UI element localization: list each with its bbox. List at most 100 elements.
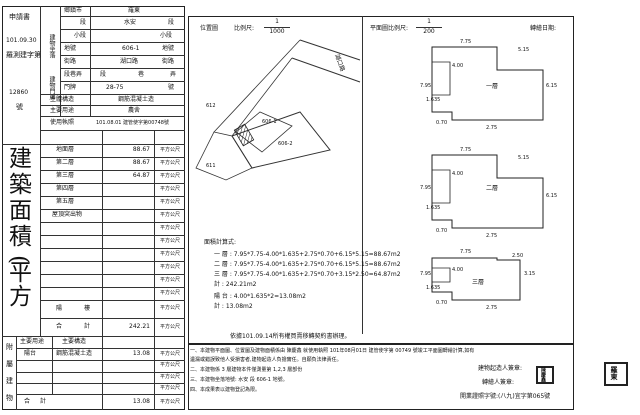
- floor-scale-label: 平面圖比例尺:: [370, 25, 409, 32]
- stamp-left-text: 陳慶鑫: [540, 367, 546, 382]
- fp1-bottom-b: 2.75: [486, 125, 498, 131]
- calc-line-6: 計 : 13.08m2: [214, 303, 253, 310]
- balcony-label-2: 樓: [84, 305, 91, 312]
- calc-line-5: 陽 台 : 4.00*1.635*2=13.08m2: [214, 293, 306, 300]
- total-unit: 平方公尺: [160, 324, 181, 330]
- calc-line-2: 二 層 : 7.95*7.75-4.00*1.635+2.75*0.70+6.1…: [214, 261, 401, 268]
- fp3-bottom-b: 2.75: [486, 305, 498, 311]
- total-value: 242.21: [129, 323, 150, 330]
- fp2-top: 7.75: [460, 147, 472, 153]
- fp3-right-top: 2.50: [512, 253, 524, 259]
- floor-scale-den: 200: [423, 28, 435, 35]
- aux-row-structure: 鋼筋混凝土造: [56, 350, 93, 357]
- row-label-main-use: 主體構造: [50, 96, 75, 103]
- fp2-floor: 二層: [486, 185, 499, 192]
- drawing-frame: [188, 16, 574, 344]
- note-line-1: 一、本建物平面圖、位置圖及建物面積係由 陳慶鑫 就使用執照 101年08月01日…: [190, 348, 475, 354]
- blank-unit-3: 平方公尺: [160, 251, 181, 257]
- stamp-right: [604, 362, 628, 386]
- cert-date: 101.09.30: [6, 37, 37, 44]
- note-line-2: 遺漏或錯誤致他人受損害者,建物起造人負擔實任。自願負法律責任。: [190, 357, 342, 363]
- fp1-right: 6.15: [546, 83, 558, 89]
- aux-group-char-4: 物: [6, 394, 13, 402]
- fp3-floor: 三層: [472, 279, 485, 286]
- floor-value-2: 88.67: [132, 159, 150, 166]
- blank-unit-2: 平方公尺: [160, 238, 181, 244]
- note-line-5: 四、本成果表以建物登記為限。: [190, 387, 261, 393]
- area-title-char-3: 面: [9, 198, 32, 224]
- fp2-left: 7.95: [420, 185, 432, 191]
- value-section-unit: 段: [168, 19, 175, 26]
- floor-unit-6: 平方公尺: [160, 212, 181, 218]
- fp2-bottom-a: 0.70: [436, 228, 448, 234]
- fp3-inner-h: 1.635: [426, 285, 441, 291]
- area-title-char-4: 積: [9, 224, 32, 250]
- floor-value-3: 64.87: [132, 172, 150, 179]
- aux-blank-unit-2: 平方公尺: [160, 374, 181, 380]
- balcony-unit: 平方公尺: [160, 305, 181, 311]
- area-title-char-7: 方: [9, 284, 32, 310]
- value-number: 28-75: [106, 84, 124, 91]
- area-title-char-6: 平: [9, 260, 32, 286]
- notes-frame: [188, 344, 574, 410]
- value-street-unit: 街路: [162, 58, 175, 65]
- fp1-inner-h: 1.635: [426, 97, 441, 103]
- value-street: 湖口路: [120, 58, 139, 65]
- site-plan-title: 位置圖: [200, 25, 219, 32]
- aux-total-label-2: 計: [40, 398, 47, 405]
- blank-unit-6: 平方公尺: [160, 290, 181, 296]
- row-label-alley: 段巷弄: [64, 71, 83, 78]
- row-label-small-section: 小段: [74, 32, 87, 39]
- fp1-right-top: 5.15: [518, 47, 530, 53]
- value-section: 水安: [124, 19, 137, 26]
- aux-row-value: 13.08: [132, 350, 150, 357]
- fp2-inner-h: 1.635: [426, 205, 441, 211]
- stamp-left: [536, 366, 554, 384]
- aux-row-unit: 平方公尺: [160, 351, 181, 357]
- value-alley-unit3: 弄: [170, 71, 177, 78]
- fp2-bottom-b: 2.75: [486, 233, 498, 239]
- calc-title: 面積計算式:: [204, 239, 237, 246]
- row-label-lot: 地號: [64, 45, 77, 52]
- floor-unit-2: 平方公尺: [160, 160, 181, 166]
- floor-label-4: 第四層: [56, 185, 75, 192]
- row-label-street: 街路: [64, 58, 77, 65]
- note-line-3: 二、本建物係 3 層建物本件僅測量第 1,2,3 層部份: [190, 367, 303, 373]
- aux-col-use: 主要用途: [20, 338, 45, 345]
- drafter-cert: 開業證照字號:(八九)宜字第065號: [460, 393, 551, 400]
- fp3-inner-v: 4.00: [452, 267, 464, 273]
- floor-label-1: 地面層: [56, 146, 75, 153]
- sign-drafter-label: 轉繪人簽章:: [482, 379, 515, 386]
- note-line-4: 三、本建物坐落地號: 水安 段 606-1 地號。: [190, 377, 288, 383]
- fp3-right: 3.15: [524, 271, 536, 277]
- floor-label-5: 第五層: [56, 198, 75, 205]
- value-alley-unit2: 巷: [138, 71, 145, 78]
- lot-label-4: 611: [206, 163, 216, 169]
- floor-unit-4: 平方公尺: [160, 186, 181, 192]
- cert-number: 12860: [9, 89, 29, 96]
- floor-label-2: 第二層: [56, 159, 75, 166]
- fp2-right-top: 5.15: [518, 155, 530, 161]
- floor-scale-num: 1: [427, 18, 431, 25]
- aux-blank-unit-1: 平方公尺: [160, 362, 181, 368]
- area-title-char-1: 建: [9, 146, 32, 172]
- value-main-use: 鋼筋混凝土造: [118, 96, 155, 103]
- blank-unit-1: 平方公尺: [160, 225, 181, 231]
- row-label-main-purpose: 主要用途: [50, 107, 75, 114]
- floor-unit-5: 平方公尺: [160, 199, 181, 205]
- value-number-unit: 號: [168, 84, 175, 91]
- floor-label-3: 第三層: [56, 172, 75, 179]
- fp1-top: 7.75: [460, 39, 472, 45]
- drafting-date-label: 轉繪日期:: [530, 25, 557, 32]
- calc-line-3: 三 層 : 7.95*7.75-4.00*1.635+2.75*0.70+3.1…: [214, 271, 401, 278]
- site-scale-label: 比例尺:: [234, 25, 255, 32]
- fp1-inner-v: 4.00: [452, 63, 464, 69]
- aux-total-unit: 平方公尺: [160, 399, 181, 405]
- blank-unit-5: 平方公尺: [160, 277, 181, 283]
- value-lot: 606-1: [122, 45, 140, 52]
- fp3-left: 7.95: [420, 271, 432, 277]
- value-city: 羅東: [128, 7, 141, 14]
- floor-value-1: 88.67: [132, 146, 150, 153]
- fp2-inner-v: 4.00: [452, 171, 464, 177]
